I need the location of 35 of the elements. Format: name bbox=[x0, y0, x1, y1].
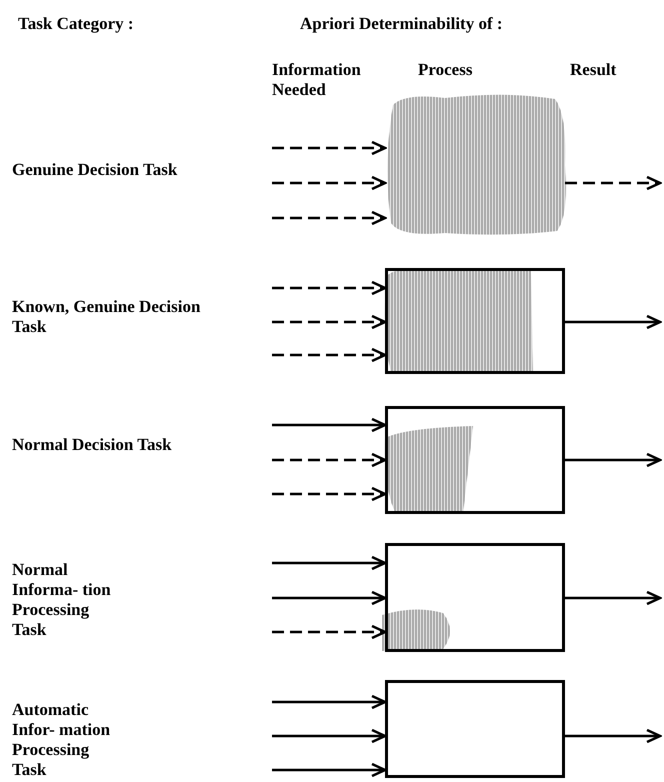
arrow bbox=[272, 624, 386, 640]
category-label: Genuine Decision Task bbox=[12, 160, 178, 180]
process-box bbox=[385, 406, 565, 514]
arrow bbox=[272, 556, 386, 570]
arrow bbox=[565, 176, 662, 190]
arrow bbox=[565, 728, 662, 744]
arrow bbox=[272, 418, 386, 432]
arrow bbox=[272, 140, 386, 156]
process-box bbox=[385, 680, 565, 778]
category-label: Normal Informa- tion Processing Task bbox=[12, 560, 112, 640]
arrow bbox=[272, 280, 386, 296]
arrow bbox=[272, 694, 386, 710]
category-label: Known, Genuine Decision Task bbox=[12, 297, 202, 337]
column-heading: Process bbox=[418, 60, 472, 80]
column-heading: Information Needed bbox=[272, 60, 362, 100]
arrow bbox=[272, 314, 386, 330]
arrow bbox=[565, 314, 662, 330]
arrow bbox=[272, 210, 386, 226]
arrow bbox=[272, 176, 386, 190]
arrow bbox=[565, 452, 662, 468]
arrow bbox=[272, 762, 386, 778]
process-box bbox=[385, 268, 565, 374]
arrow bbox=[565, 590, 662, 606]
column-heading: Task Category : bbox=[18, 14, 134, 34]
category-label: Automatic Infor- mation Processing Task bbox=[12, 700, 112, 780]
column-heading: Apriori Determinability of : bbox=[300, 14, 503, 34]
arrow bbox=[272, 590, 386, 606]
process-box bbox=[385, 543, 565, 652]
arrow bbox=[272, 348, 386, 362]
arrow bbox=[272, 728, 386, 744]
shaded-blob bbox=[385, 95, 565, 235]
category-label: Normal Decision Task bbox=[12, 435, 173, 455]
arrow bbox=[272, 452, 386, 468]
column-heading: Result bbox=[570, 60, 616, 80]
arrow bbox=[272, 486, 386, 502]
